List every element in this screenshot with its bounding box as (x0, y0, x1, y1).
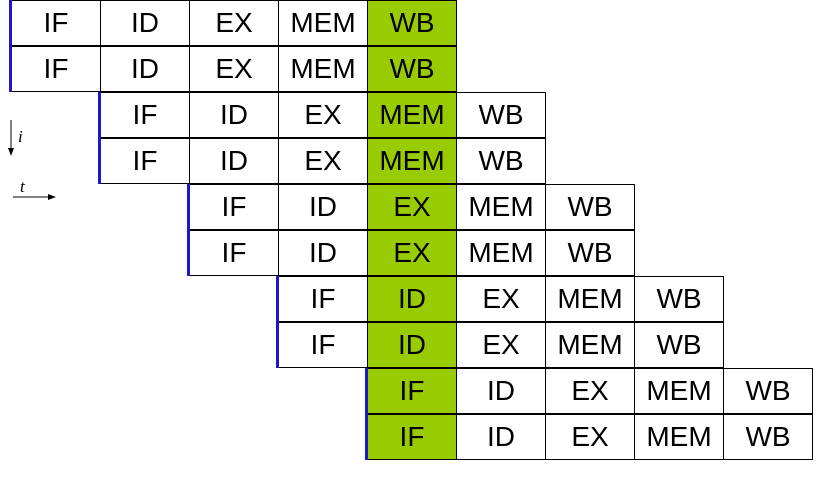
stage-cell-id: ID (456, 414, 546, 460)
stage-cell-if: IF (100, 138, 190, 184)
stage-cell-if: IF (367, 414, 457, 460)
stage-cell-id: ID (278, 184, 368, 230)
stage-cell-ex: EX (456, 322, 546, 368)
stage-cell-mem: MEM (545, 276, 635, 322)
stage-cell-id: ID (456, 368, 546, 414)
stage-cell-ex: EX (367, 230, 457, 276)
thread-group-marker (98, 92, 101, 184)
stage-cell-wb: WB (545, 230, 635, 276)
stage-cell-if: IF (100, 92, 190, 138)
stage-cell-id: ID (189, 92, 279, 138)
stage-cell-if: IF (278, 322, 368, 368)
stage-cell-ex: EX (189, 0, 279, 46)
stage-cell-if: IF (11, 0, 101, 46)
stage-cell-mem: MEM (634, 414, 724, 460)
stage-cell-id: ID (367, 322, 457, 368)
stage-cell-ex: EX (278, 92, 368, 138)
stage-cell-mem: MEM (634, 368, 724, 414)
stage-cell-ex: EX (545, 368, 635, 414)
stage-cell-mem: MEM (456, 230, 546, 276)
stage-cell-wb: WB (456, 138, 546, 184)
thread-group-marker (9, 0, 12, 92)
stage-cell-if: IF (189, 230, 279, 276)
instruction-axis-label: i (18, 127, 23, 146)
stage-cell-mem: MEM (278, 0, 368, 46)
time-axis-label: t (20, 177, 25, 196)
stage-cell-mem: MEM (456, 184, 546, 230)
stage-cell-wb: WB (367, 0, 457, 46)
stage-cell-mem: MEM (278, 46, 368, 92)
stage-cell-wb: WB (456, 92, 546, 138)
stage-cell-mem: MEM (367, 92, 457, 138)
stage-cell-mem: MEM (545, 322, 635, 368)
stage-cell-id: ID (367, 276, 457, 322)
stage-cell-id: ID (100, 46, 190, 92)
stage-cell-if: IF (278, 276, 368, 322)
stage-cell-wb: WB (634, 322, 724, 368)
thread-group-marker (187, 184, 190, 276)
stage-cell-if: IF (367, 368, 457, 414)
stage-cell-id: ID (100, 0, 190, 46)
stage-cell-mem: MEM (367, 138, 457, 184)
stage-cell-id: ID (278, 230, 368, 276)
stage-cell-wb: WB (545, 184, 635, 230)
stage-cell-ex: EX (367, 184, 457, 230)
thread-group-marker (276, 276, 279, 368)
stage-cell-if: IF (189, 184, 279, 230)
stage-cell-wb: WB (723, 368, 813, 414)
stage-cell-if: IF (11, 46, 101, 92)
stage-cell-ex: EX (278, 138, 368, 184)
stage-cell-wb: WB (723, 414, 813, 460)
thread-group-marker (365, 368, 368, 460)
stage-cell-wb: WB (634, 276, 724, 322)
stage-cell-ex: EX (189, 46, 279, 92)
stage-cell-ex: EX (456, 276, 546, 322)
stage-cell-ex: EX (545, 414, 635, 460)
stage-cell-wb: WB (367, 46, 457, 92)
stage-cell-id: ID (189, 138, 279, 184)
